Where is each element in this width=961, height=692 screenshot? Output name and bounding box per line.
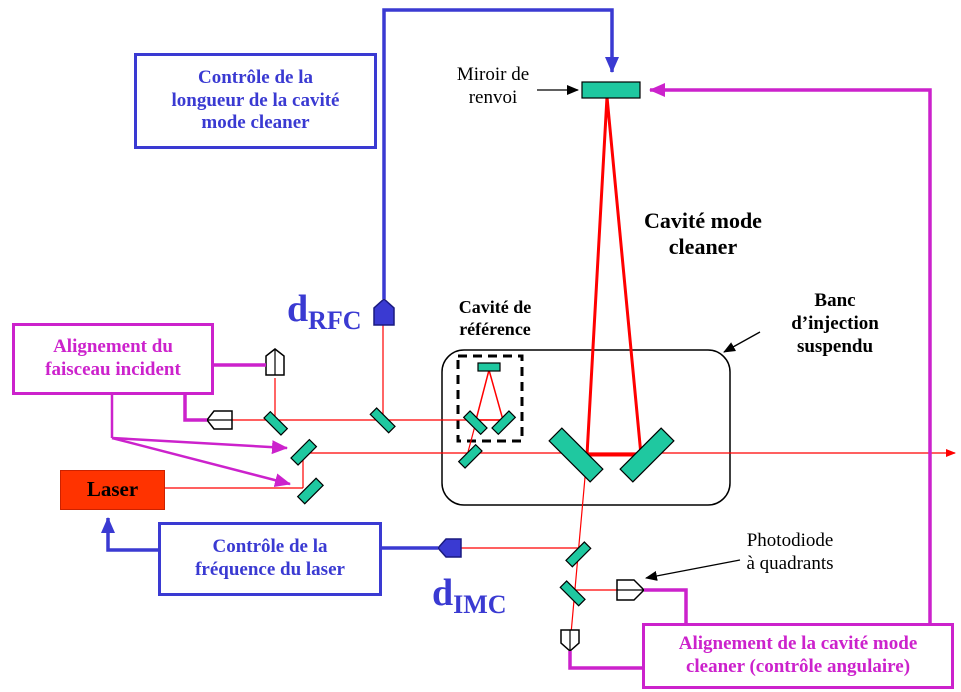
injection-bench-label: Banc d’injection suspendu — [791, 290, 879, 357]
reference-cavity-label: Cavité de référence — [458, 297, 532, 339]
mc-alignment-box: Alignement de la cavité mode cleaner (co… — [642, 623, 954, 689]
bench-pointer — [723, 331, 761, 353]
alignment-arrow-to-steer — [111, 436, 291, 488]
mirror-beam-combiner — [290, 438, 318, 466]
relay-mirror — [581, 81, 641, 99]
mirror-lower-steer — [559, 580, 586, 607]
rfc-control-box: Contrôle de la longueur de la cavité mod… — [134, 53, 377, 149]
mc-alignment-text: Alignement de la cavité mode cleaner (co… — [678, 633, 918, 677]
rfc-d: d — [287, 288, 309, 330]
bottom-pd-to-mc-alignment — [568, 651, 642, 670]
mode-cleaner-input-mirror — [548, 427, 604, 483]
rfc-detector — [373, 297, 395, 326]
laser-label: Laser — [86, 477, 139, 502]
reference-cavity-outline — [456, 354, 524, 443]
mode-cleaner-output-mirror — [619, 427, 675, 483]
alignment-to-photodiode — [183, 392, 207, 422]
mode-cleaner-beam — [585, 96, 643, 456]
mc-alignment-feedback — [649, 83, 932, 623]
mirrors — [263, 81, 675, 607]
rfc-detector-label: dRFC — [287, 287, 362, 335]
mode-cleaner-label: Cavité mode cleaner — [644, 208, 762, 260]
mirror-laser-steer — [296, 477, 324, 505]
mirror-rfc-pickoff — [369, 407, 396, 434]
imc-detector — [436, 538, 462, 558]
laser-frequency-control-box: Contrôle de la fréquence du laser — [158, 522, 382, 596]
relay-mirror-label: Miroir de renvoi — [456, 64, 530, 108]
rfc-control-text: Contrôle de la longueur de la cavité mod… — [171, 66, 340, 134]
rfc-subscript: RFC — [308, 306, 362, 335]
rfc-feedback-line — [382, 8, 619, 299]
laser-frequency-control-text: Contrôle de la fréquence du laser — [195, 536, 345, 580]
photodiode-label: Photodiode à quadrants — [746, 530, 834, 574]
magenta-control-lines — [110, 83, 932, 670]
mirror-lower-pickoff — [565, 541, 592, 568]
beam-alignment-box: Alignement du faisceau incident — [12, 323, 214, 395]
alignment-arrow-to-combiner — [111, 436, 288, 455]
quadrant-to-mc-alignment — [644, 588, 688, 623]
photodiodes — [206, 297, 646, 653]
reference-cavity-left-mirror — [462, 410, 488, 436]
imc-subscript: IMC — [453, 590, 507, 619]
blue-control-lines — [101, 8, 619, 552]
laser-source: Laser — [60, 470, 165, 510]
imc-detector-label: dIMC — [432, 571, 507, 619]
imc-d: d — [432, 572, 454, 614]
reference-cavity-beam — [475, 367, 504, 421]
beam-alignment-text: Alignement du faisceau incident — [45, 336, 181, 380]
mirror-upper-left — [263, 410, 289, 436]
freq-to-laser-line — [101, 517, 160, 552]
reference-cavity-top-mirror — [477, 362, 501, 372]
quadrant-pointer — [645, 559, 741, 581]
injection-bench-outline — [441, 349, 731, 506]
reference-cavity-output-mirror — [457, 443, 483, 469]
reference-cavity-right-mirror — [491, 410, 517, 436]
